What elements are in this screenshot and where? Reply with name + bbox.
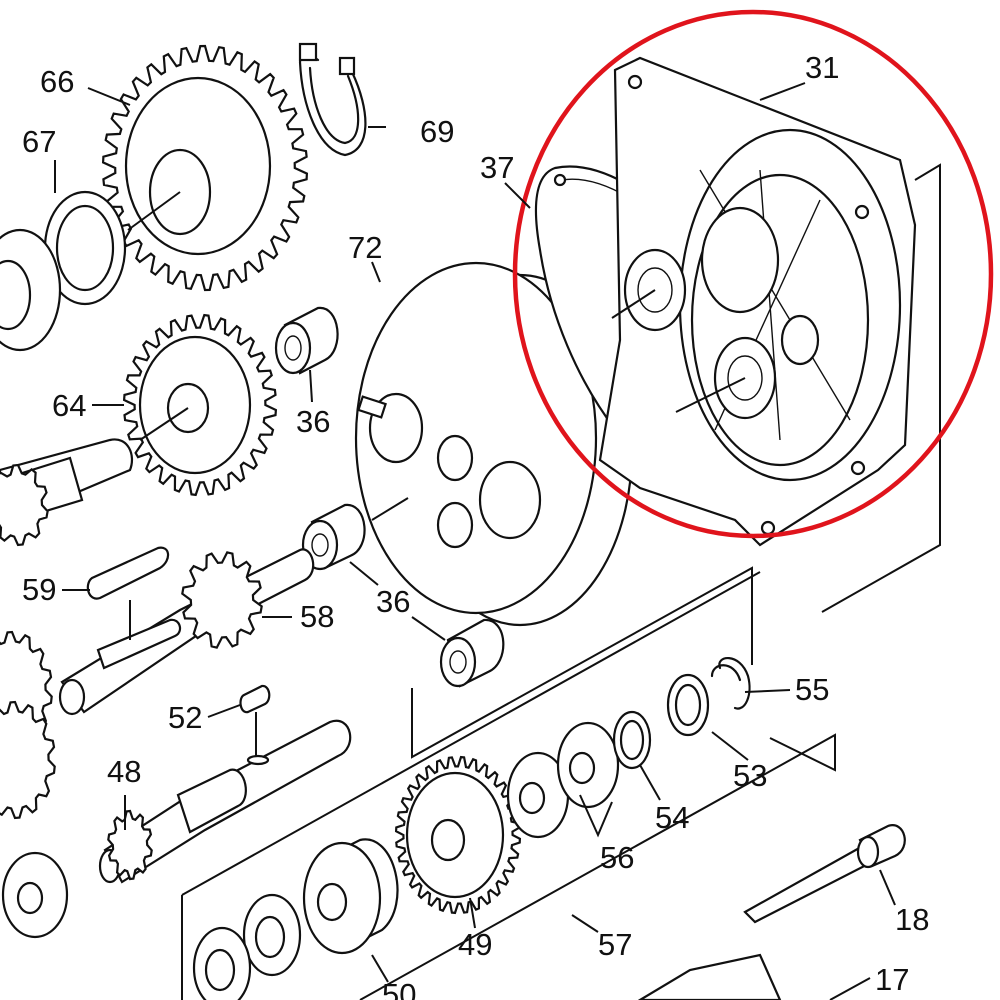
gears-left-partial bbox=[0, 630, 69, 939]
label-36-upper: 36 bbox=[296, 404, 330, 439]
label-52: 52 bbox=[168, 700, 202, 735]
bearing-left-partial bbox=[0, 228, 62, 352]
highlight-ellipse bbox=[512, 9, 994, 539]
label-18: 18 bbox=[895, 902, 929, 937]
shaft-left bbox=[0, 438, 134, 547]
washer-54 bbox=[612, 710, 652, 770]
label-59: 59 bbox=[22, 572, 56, 607]
key-59 bbox=[86, 546, 170, 600]
gear-49 bbox=[394, 755, 522, 915]
gear-64 bbox=[122, 313, 278, 497]
washer-53 bbox=[666, 673, 710, 737]
label-72: 72 bbox=[348, 230, 382, 265]
bearing-36-lower bbox=[439, 618, 505, 688]
label-69: 69 bbox=[420, 114, 454, 149]
label-53: 53 bbox=[733, 758, 767, 793]
label-55: 55 bbox=[795, 672, 829, 707]
label-17: 17 bbox=[875, 962, 909, 997]
label-66: 66 bbox=[40, 64, 74, 99]
assembly-brackets bbox=[181, 163, 941, 1000]
label-56: 56 bbox=[600, 840, 634, 875]
label-54: 54 bbox=[655, 800, 689, 835]
gear-66 bbox=[101, 44, 309, 292]
washers-lower-left bbox=[192, 893, 302, 1000]
label-37: 37 bbox=[480, 150, 514, 185]
shaft-58 bbox=[58, 548, 315, 716]
label-58: 58 bbox=[300, 599, 334, 634]
label-36-middle: 36 bbox=[376, 584, 410, 619]
clip-55 bbox=[710, 656, 751, 710]
label-31: 31 bbox=[805, 50, 839, 85]
washers-56 bbox=[506, 721, 620, 839]
snap-ring-69 bbox=[298, 42, 367, 157]
label-67: 67 bbox=[22, 124, 56, 159]
base-17 bbox=[637, 953, 782, 1000]
label-64: 64 bbox=[52, 388, 86, 423]
sleeve-50 bbox=[302, 838, 399, 955]
shaft-48 bbox=[98, 719, 352, 884]
label-57: 57 bbox=[598, 927, 632, 962]
label-50: 50 bbox=[382, 977, 416, 1000]
label-48: 48 bbox=[107, 754, 141, 789]
bearing-36-upper bbox=[274, 306, 339, 375]
part-labels: 66 67 69 37 31 72 64 36 36 59 58 55 52 5… bbox=[22, 50, 929, 1000]
key-52 bbox=[239, 684, 271, 758]
screw-18 bbox=[743, 824, 906, 924]
gearbox-cover-31 bbox=[553, 56, 917, 547]
leader-lines bbox=[54, 82, 896, 1000]
label-49: 49 bbox=[458, 927, 492, 962]
